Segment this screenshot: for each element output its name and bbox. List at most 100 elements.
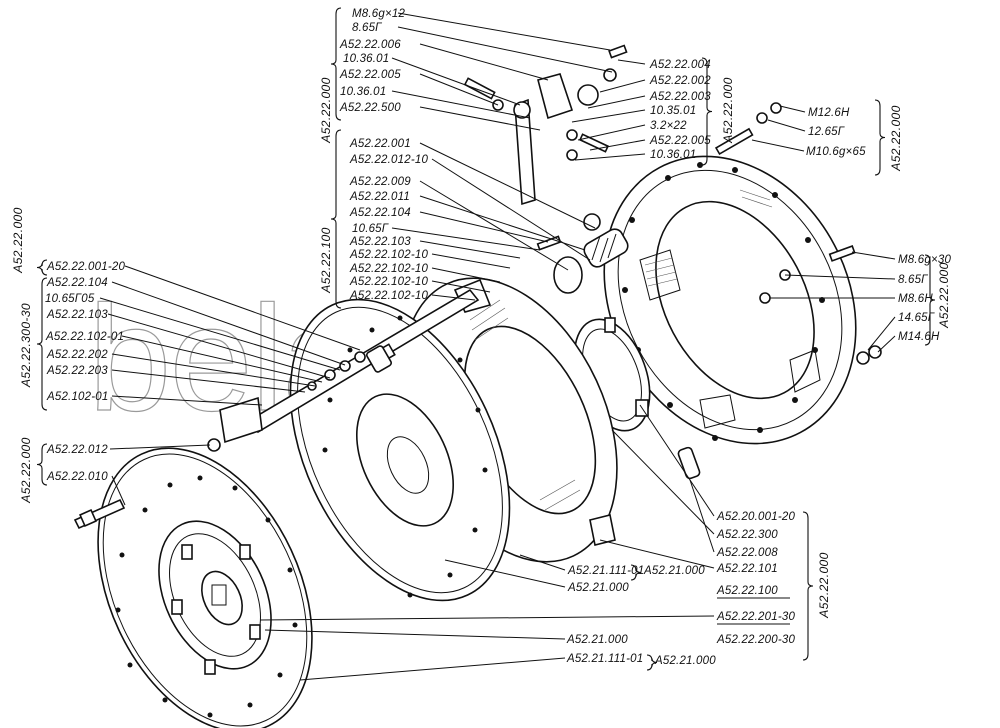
leader-line-b-5 <box>299 657 566 681</box>
brace-1 <box>330 129 342 309</box>
part-label-l-2: A52.22.104 <box>46 277 108 289</box>
brace-6 <box>36 277 48 411</box>
leader-line-top-7 <box>419 106 541 131</box>
group-label-g-br: A52.22.000 <box>817 552 831 618</box>
part-label-br-6: A52.22.201-30 <box>716 611 795 623</box>
release-lever-assembly <box>463 44 628 206</box>
leader-line-tr-5 <box>577 124 646 141</box>
leader-line-br-3 <box>689 479 715 553</box>
part-label-mid-8: A52.22.102-10 <box>349 249 428 261</box>
part-label-r-3: M10.6g×65 <box>806 146 866 158</box>
leader-line-r-2 <box>767 119 806 132</box>
group-label-g-r1: A52.22.000 <box>889 105 903 171</box>
group-label-g-mid: A52.22.100 <box>319 227 333 293</box>
part-label-mid-2: A52.22.012-10 <box>349 154 428 166</box>
leader-line-tr-4 <box>571 109 646 123</box>
part-labels: M8.6g×128.65ГA52.22.00610.36.01A52.22.00… <box>45 8 951 667</box>
part-label-top-5: A52.22.005 <box>339 69 401 81</box>
part-label-l-5: A52.22.102-01 <box>45 331 124 343</box>
part-label-top-7: A52.22.500 <box>339 102 401 114</box>
leader-line-tr-7 <box>574 153 646 161</box>
leader-line-mid-8 <box>431 253 511 269</box>
leader-line-r-7 <box>867 316 896 351</box>
part-label-l-6: A52.22.202 <box>46 349 108 361</box>
part-label-r-5: 8.65Г <box>898 274 928 286</box>
leader-line-b-1 <box>519 554 566 571</box>
leader-line-tr-3 <box>587 95 646 109</box>
part-label-tr-5: 3.2×22 <box>650 120 687 132</box>
part-label-mid-7: A52.22.103 <box>349 236 411 248</box>
bushing <box>366 345 392 373</box>
leader-line-l-9 <box>109 444 211 450</box>
leader-line-mid-2 <box>431 158 591 261</box>
group-label-g-l1: A52.22.000 <box>11 207 25 273</box>
part-label-l-10: A52.22.010 <box>46 471 108 483</box>
part-label-l-9: A52.22.012 <box>46 444 108 456</box>
leader-line-br-1 <box>639 404 715 517</box>
leader-line-r-1 <box>779 105 806 113</box>
disc-rivets <box>115 475 298 718</box>
part-label-l-7: A52.22.203 <box>46 365 108 377</box>
group-label-g-top: A52.22.000 <box>319 77 333 143</box>
part-label-b-5: A52.21.111-01 <box>566 653 643 665</box>
leader-line-l-4 <box>107 313 331 379</box>
part-label-br-3: A52.22.008 <box>716 547 778 559</box>
part-label-r-2: 12.65Г <box>808 126 845 138</box>
part-label-br-5: A52.22.100 <box>716 585 778 597</box>
leader-line-mid-11 <box>431 294 476 301</box>
part-label-l-1: A52.22.001-20 <box>46 261 125 273</box>
leader-line-l-3 <box>99 297 341 371</box>
part-label-l-8: A52.102-01 <box>46 391 108 403</box>
part-label-mid-6: 10.65Г <box>352 223 389 235</box>
group-label-g-r2: A52.22.000 <box>937 262 951 328</box>
part-label-top-4: 10.36.01 <box>343 53 389 65</box>
leader-line-l-1 <box>124 265 361 351</box>
part-label-tr-7: 10.36.01 <box>650 149 696 161</box>
part-label-tr-4: 10.35.01 <box>650 105 696 117</box>
leader-line-top-5 <box>419 73 499 106</box>
part-label-top-2: 8.65Г <box>352 22 382 34</box>
leader-line-br-2 <box>611 429 715 535</box>
leader-line-l-5 <box>121 335 323 383</box>
part-label-mid-9: A52.22.102-10 <box>349 263 428 275</box>
leader-lines <box>99 12 896 681</box>
brace-brackets <box>36 7 936 671</box>
lever-pin-assembly <box>219 288 480 444</box>
brace-4 <box>924 254 936 346</box>
adjusting-bolt <box>73 498 126 530</box>
part-label-top-3: A52.22.006 <box>339 39 401 51</box>
part-label-mid-1: A52.22.001 <box>349 138 411 150</box>
housing-fasteners <box>714 102 882 365</box>
group-label-g-l2: A52.22.300-30 <box>19 303 33 388</box>
part-label-b-1: A52.21.111-01 <box>567 565 644 577</box>
leader-line-top-6 <box>391 90 531 119</box>
adjusting-nut <box>583 213 601 231</box>
leader-line-r-8 <box>877 335 896 353</box>
leader-line-mid-5 <box>419 211 549 243</box>
clutch-cover-housing <box>603 155 857 445</box>
leader-line-top-2 <box>397 26 613 73</box>
part-label-mid-4: A52.22.011 <box>349 191 410 203</box>
leader-line-l-2 <box>111 281 346 366</box>
leader-line-b-3 <box>444 559 566 588</box>
brace-0 <box>330 7 342 121</box>
group-label-g-tr: A52.22.000 <box>721 77 735 143</box>
brace-2 <box>701 57 713 166</box>
leader-line-tr-1 <box>617 59 646 65</box>
part-label-tr-2: A52.22.002 <box>649 75 711 87</box>
part-label-top-1: M8.6g×12 <box>352 8 405 20</box>
leader-line-br-4 <box>599 539 715 569</box>
disc-spring-windows <box>171 544 261 675</box>
part-label-l-3: 10.65Г05 <box>45 293 95 305</box>
leader-line-l-8 <box>111 395 263 406</box>
leader-line-b-4 <box>264 629 566 640</box>
leader-line-mid-6 <box>391 227 541 251</box>
brace-10 <box>646 654 658 671</box>
part-label-br-7: A52.22.200-30 <box>716 634 795 646</box>
part-label-l-4: A52.22.103 <box>46 309 108 321</box>
part-label-tr-6: A52.22.005 <box>649 135 711 147</box>
part-label-b-4: A52.21.000 <box>566 634 628 646</box>
part-label-mid-11: A52.22.102-10 <box>349 290 428 302</box>
leader-line-r-4 <box>851 251 896 260</box>
